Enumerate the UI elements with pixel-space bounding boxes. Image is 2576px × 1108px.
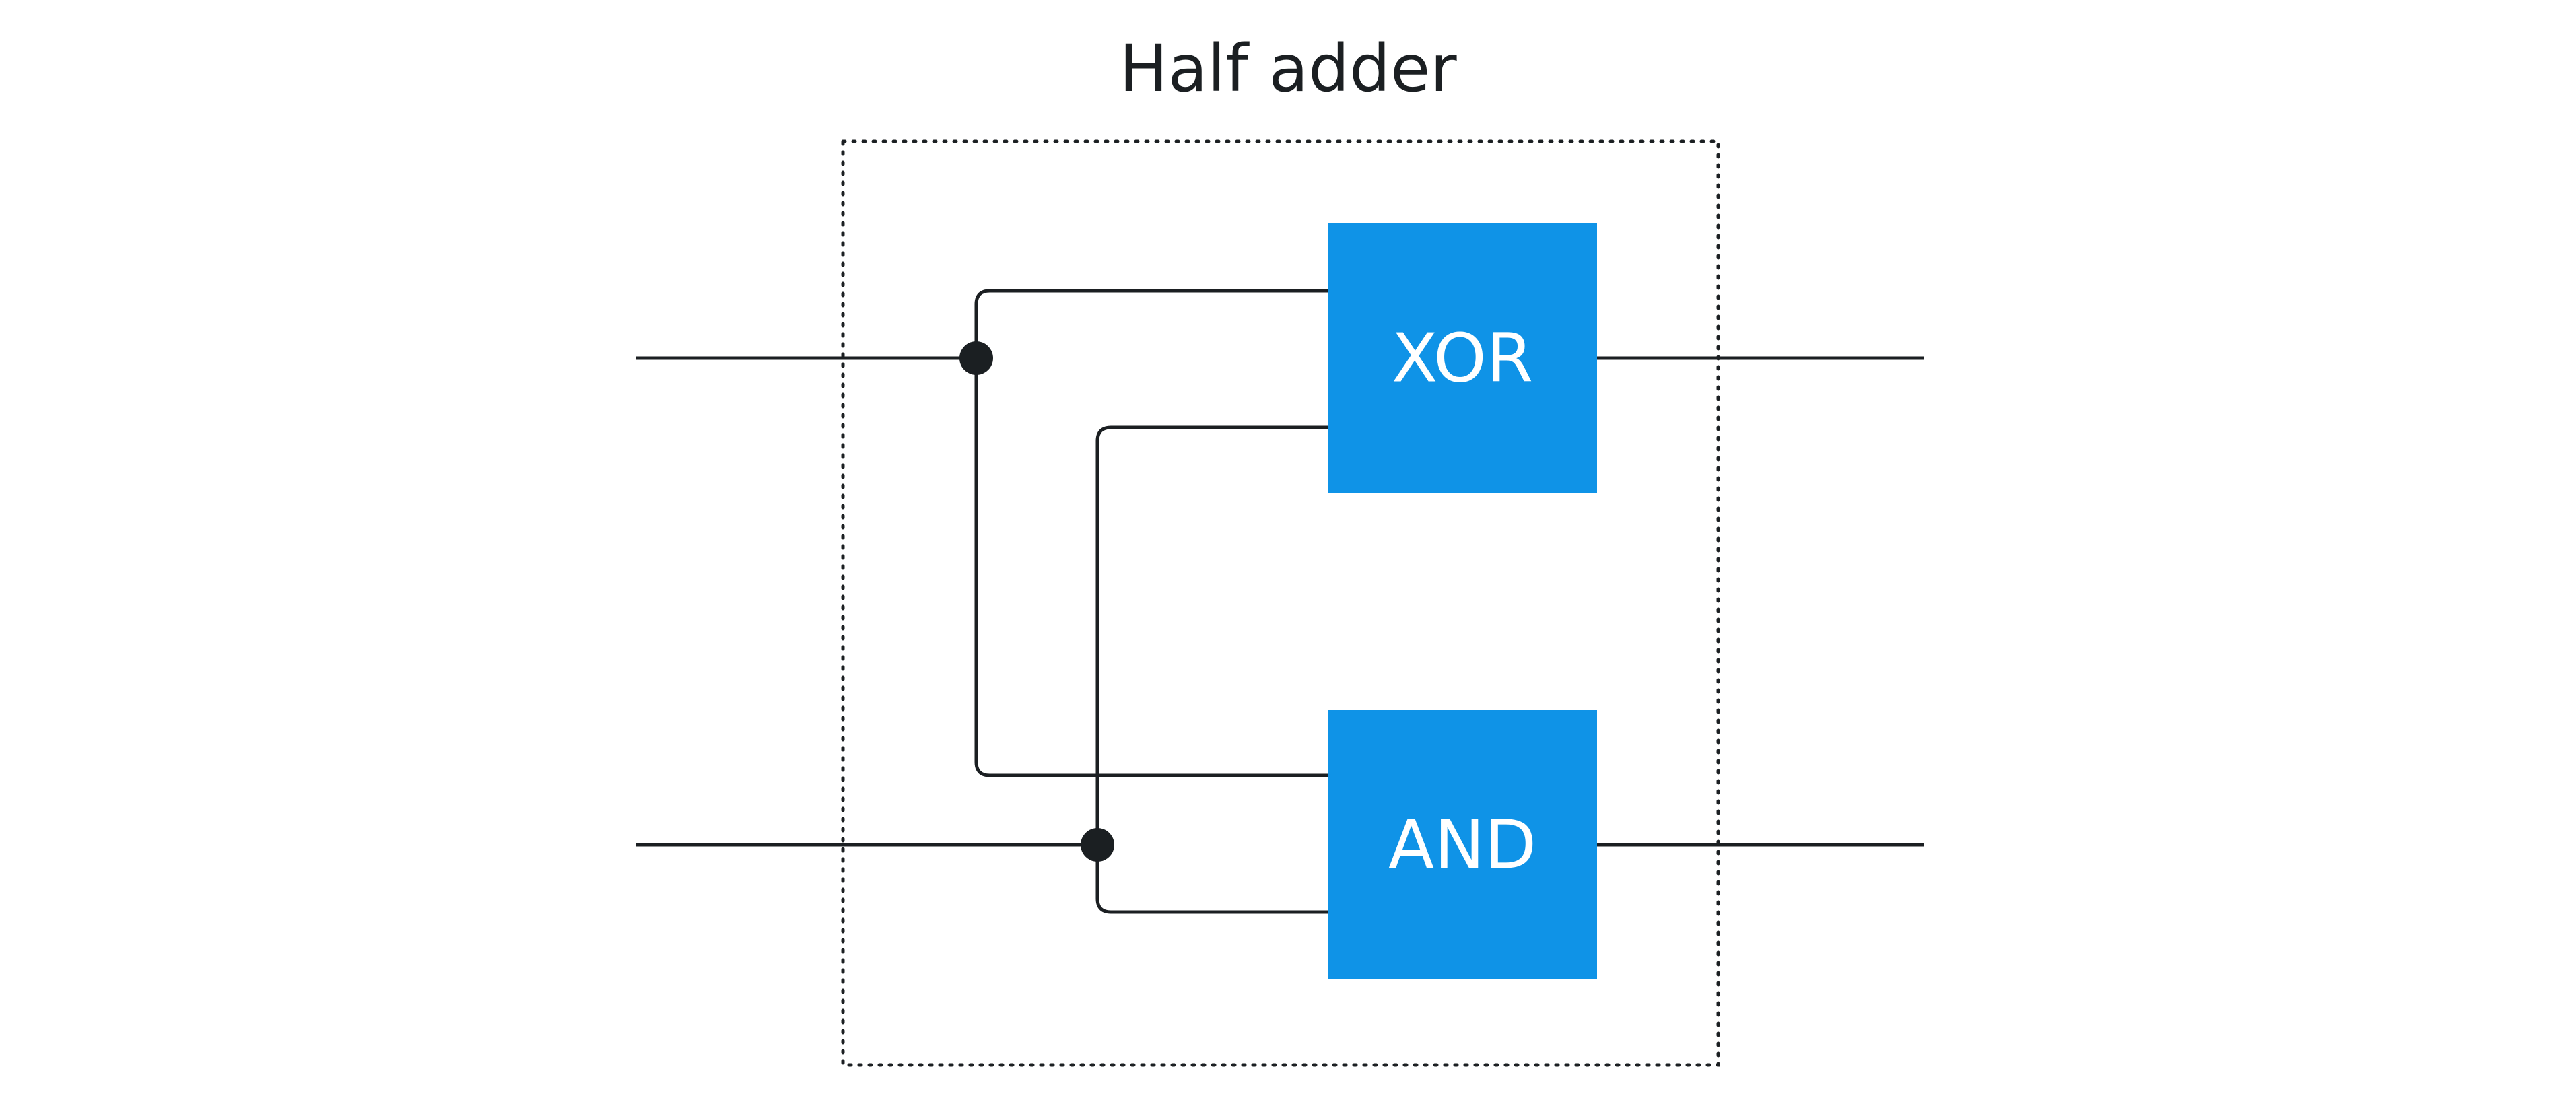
xor-gate: XOR <box>1328 223 1597 493</box>
and-gate: AND <box>1328 710 1597 979</box>
input-b-junction-dot <box>1081 828 1114 862</box>
input-a-junction-dot <box>959 341 993 375</box>
and-gate-label: AND <box>1388 806 1536 885</box>
half-adder-boundary <box>841 139 1720 1067</box>
xor-gate-box <box>1328 223 1597 493</box>
diagram-title: Half adder <box>1119 31 1457 106</box>
xor-gate-label: XOR <box>1392 319 1533 398</box>
input-a-branch-wire <box>974 289 1347 777</box>
input-b-branch-wire <box>1095 425 1347 914</box>
and-gate-box <box>1328 710 1597 979</box>
